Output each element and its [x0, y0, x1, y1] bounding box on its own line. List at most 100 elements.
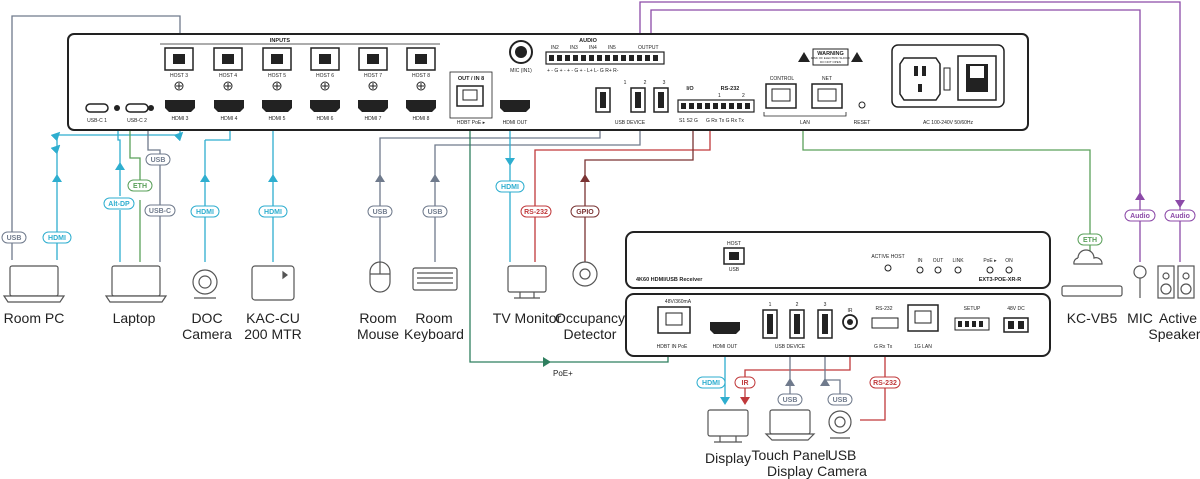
device-touch-panel-line2: Display [767, 463, 813, 479]
label-ir: IR [734, 376, 756, 389]
power-spec-label: AC 100-240V 50/60Hz [923, 120, 974, 126]
label-tv-hdmi: HDMI [495, 180, 525, 193]
receiver-usb-port-1[interactable] [762, 309, 778, 339]
device-room-keyboard-line2: Keyboard [404, 326, 464, 342]
device-icons [2, 249, 1195, 443]
poe-led [986, 266, 994, 274]
reset-button[interactable] [858, 101, 866, 109]
hdmi-port-7[interactable]: HDMI 7 [358, 100, 388, 122]
host-port-3[interactable]: HOST 3 [164, 47, 194, 91]
svg-text:GPIO: GPIO [576, 209, 594, 216]
audio-output-label: OUTPUT [638, 45, 659, 51]
hdmi-port-5[interactable]: HDMI 5 [262, 100, 292, 122]
svg-text:USB: USB [783, 397, 798, 404]
svg-text:USB: USB [151, 157, 166, 164]
net-lan-port[interactable] [811, 83, 843, 109]
receiver-rs232-pins: G Rx Tx [874, 344, 893, 350]
usbc-port-1[interactable]: USB-C 1 [85, 103, 109, 124]
svg-text:USB: USB [833, 397, 848, 404]
hdbt-port[interactable] [456, 85, 484, 107]
svg-text:HDMI: HDMI [264, 209, 282, 216]
receiver-usb-port-2[interactable] [789, 309, 805, 339]
host-port-4[interactable]: HOST 4 [213, 47, 243, 91]
usb-device-port-1[interactable] [595, 87, 611, 113]
on-led [1005, 266, 1013, 274]
svg-text:ETH: ETH [133, 183, 147, 190]
label-roompc-hdmi: HDMI [42, 231, 72, 244]
arrow-kac-hdmi [268, 174, 278, 182]
host-port-7[interactable]: HOST 7 [358, 47, 388, 91]
laptop-icon [104, 265, 168, 303]
receiver-usb-port-3[interactable] [817, 309, 833, 339]
receiver-rs232-terminal[interactable] [871, 317, 899, 329]
poe-label: PoE ▸ [983, 258, 997, 264]
device-usb-camera-line1: USB [828, 447, 857, 463]
occupancy-sensor-icon [572, 261, 598, 287]
receiver-hdmi-out-label: HDMI OUT [713, 344, 738, 350]
device-labels: Room PC Laptop DOC Camera KAC-CU 200 MTR… [4, 310, 1200, 479]
audio-in3-label: IN3 [570, 45, 578, 51]
device-occupancy-line2: Detector [564, 326, 617, 342]
out-in8-label: OUT / IN 8 [458, 76, 484, 82]
arrow-keyboard-usb [430, 174, 440, 182]
main-unit: INPUTS HOST 3 HOST 4 HOST 5 HOST 6 HOST … [67, 33, 1029, 131]
host-port-8[interactable]: HOST 8 [406, 47, 436, 91]
power-inlet[interactable] [899, 57, 941, 101]
svg-text:HDMI: HDMI [501, 184, 519, 191]
hdmi-out-port[interactable] [500, 100, 530, 112]
control-lan-port[interactable] [765, 83, 797, 109]
usb-device-port-3[interactable] [653, 87, 669, 113]
device-speakers-line1: Active [1159, 310, 1197, 326]
cable-roompc-usb [11, 15, 181, 260]
kac-device-icon [251, 265, 295, 301]
fuse-holder-icon [943, 67, 951, 91]
power-switch[interactable] [957, 55, 997, 101]
svg-text:USB-C: USB-C [149, 208, 171, 215]
svg-text:Audio: Audio [1170, 213, 1190, 220]
warning-text: WARNING [817, 51, 844, 57]
usb-device-num: 3 [663, 80, 666, 86]
label-laptop-usbc: USB-C [144, 204, 176, 217]
receiver-usb-num: 2 [796, 302, 799, 308]
svg-text:HDMI: HDMI [702, 380, 720, 387]
hdmi-port-3[interactable]: HDMI 3 [165, 100, 195, 122]
usb-device-port-2[interactable] [630, 87, 646, 113]
hdmi-port-8[interactable]: HDMI 8 [406, 100, 436, 122]
hdmi-port-6[interactable]: HDMI 6 [310, 100, 340, 122]
hdmi-label: HDMI 4 [221, 116, 238, 122]
label-doc-hdmi: HDMI [190, 205, 220, 218]
receiver-host-port[interactable] [723, 247, 745, 265]
keyboard-icon [412, 267, 458, 291]
receiver-lan-port[interactable] [907, 304, 939, 332]
receiver-ir-jack[interactable] [842, 314, 858, 330]
host-port-6[interactable]: HOST 6 [310, 47, 340, 91]
label-touch-usb: USB [777, 393, 803, 406]
hdmi-port-4[interactable]: HDMI 4 [214, 100, 244, 122]
usb-camera-icon [828, 410, 852, 439]
host-port-label: HOST 7 [364, 73, 382, 79]
receiver-hdmi-out-port[interactable] [710, 322, 740, 334]
host-ports: HOST 3 HOST 4 HOST 5 HOST 6 HOST 7 HOST … [164, 47, 436, 91]
host-port-5[interactable]: HOST 5 [262, 47, 292, 91]
label-laptop-altdp: Alt-DP [103, 197, 135, 210]
receiver-dc-terminal[interactable] [1003, 317, 1029, 333]
device-usb-camera-line2: Camera [817, 463, 867, 479]
receiver-hdbt-port[interactable] [657, 306, 691, 334]
receiver-top [625, 231, 1051, 289]
speaker-icon [1177, 265, 1195, 299]
warning-sub2: DO NOT OPEN [820, 60, 841, 64]
device-doc-camera-line1: DOC [191, 310, 222, 326]
warning-sub1: RISK OF ELECTRIC SHOCK [811, 56, 850, 60]
device-kac-line2: 200 MTR [244, 326, 302, 342]
arrow-spk-audio [1175, 200, 1185, 208]
usb-device-label: USB DEVICE [615, 120, 646, 126]
net-label: NET [822, 76, 832, 82]
receiver-hdbt-label: HDBT IN PoE [657, 344, 688, 350]
on-label: ON [1005, 258, 1013, 264]
svg-text:HDMI: HDMI [196, 209, 214, 216]
label-cam-usb: USB [827, 393, 853, 406]
cable-cam-rs232 [860, 340, 886, 421]
mic-input-jack[interactable] [509, 40, 533, 64]
cable-arrows [52, 158, 1185, 405]
main-unit-body [67, 33, 1029, 131]
